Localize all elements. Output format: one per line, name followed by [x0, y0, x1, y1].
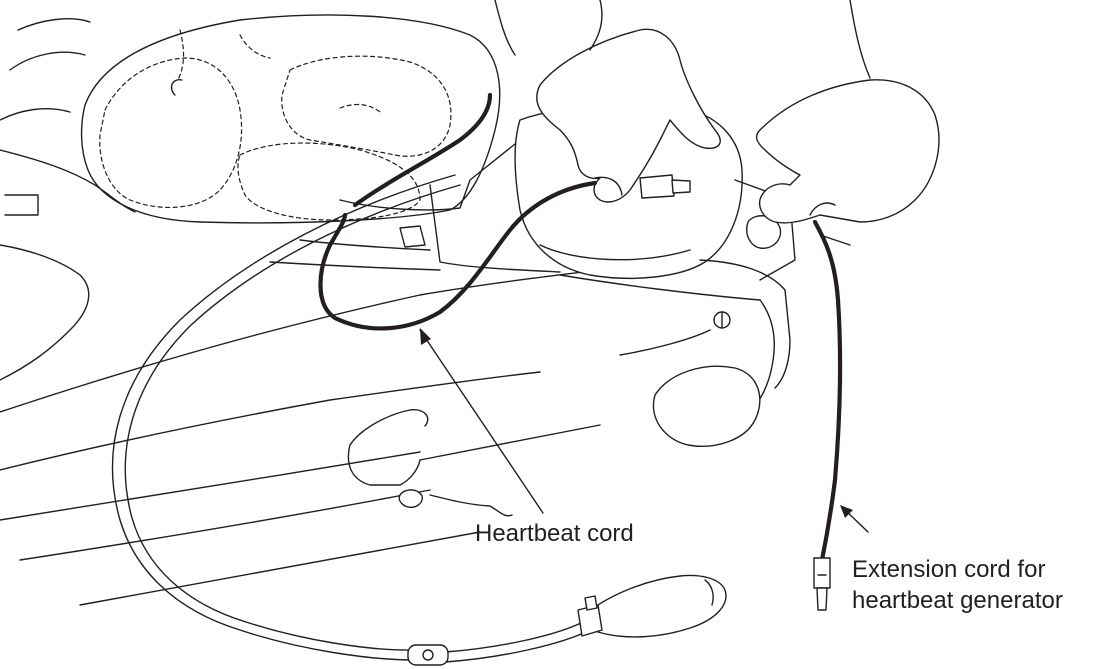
extension-cord-label-line1: Extension cord for: [852, 554, 1063, 585]
callout-extension-arrow: [840, 505, 868, 532]
extension-cord-label: Extension cord for heartbeat generator: [852, 554, 1063, 616]
callout-heartbeat-arrow: [420, 328, 543, 513]
extension-plug: [814, 558, 830, 610]
extension-cord-label-line2: heartbeat generator: [852, 585, 1063, 616]
air-tube: [113, 175, 591, 662]
manikin-arm: [348, 410, 600, 516]
tube-valve: [408, 645, 448, 665]
pressure-bulb: [578, 576, 726, 637]
heartbeat-cord-label: Heartbeat cord: [475, 518, 634, 549]
heartbeat-cord-upper: [355, 95, 490, 205]
extension-cord: [815, 222, 840, 560]
right-hand: [757, 0, 939, 223]
